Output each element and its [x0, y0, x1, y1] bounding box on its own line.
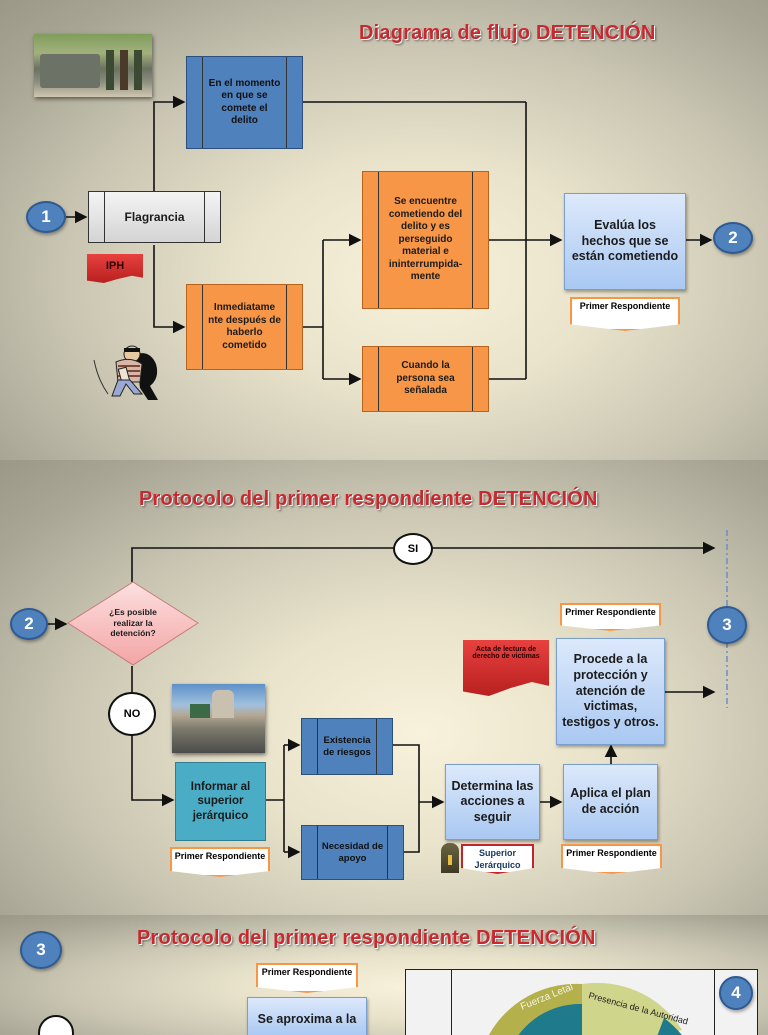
procede-box[interactable]: Procede a la protección y atención de vi… — [556, 638, 665, 745]
informar-box[interactable]: Informar al superior jerárquico — [175, 762, 266, 841]
primer-respondiente-tag: Primer Respondiente — [560, 603, 661, 631]
connector-3[interactable]: 3 — [707, 606, 747, 644]
momento-label: En el momento en que se comete el delito — [208, 77, 281, 127]
flagrancia-label: Flagrancia — [124, 209, 185, 224]
soldiers-vehicle-photo — [34, 34, 152, 97]
primer-respondiente-tag: Primer Respondiente — [561, 844, 662, 874]
procede-label: Procede a la protección y atención de vi… — [562, 652, 659, 729]
slide-title: Protocolo del primer respondiente DETENC… — [137, 927, 596, 949]
si-connector[interactable]: SI — [393, 533, 433, 565]
decision-connector[interactable] — [38, 1015, 74, 1035]
connector-2[interactable]: 2 — [713, 222, 753, 254]
existencia-label: Existencia de riesgos — [323, 734, 371, 758]
primer-respondiente-tag: Primer Respondiente — [256, 963, 358, 993]
gate-shape — [190, 704, 210, 718]
aplica-box[interactable]: Aplica el plan de acción — [563, 764, 658, 840]
determina-label: Determina las acciones a seguir — [451, 778, 534, 824]
aproxima-box[interactable]: Se aproxima a la — [247, 997, 367, 1035]
force-wheel: Fuerza Letal Presencia de la Autoridad — [488, 982, 689, 1035]
table-divider — [714, 970, 715, 1035]
table-divider — [451, 970, 452, 1035]
inmediatamente-box[interactable]: Inmediatame nte después de haberlo comet… — [186, 284, 303, 370]
slide-title: Protocolo del primer respondiente DETENC… — [139, 488, 598, 510]
tower-shape — [212, 690, 234, 718]
vehicle-shape — [40, 54, 100, 88]
primer-respondiente-tag: Primer Respondiente — [170, 847, 270, 877]
determina-box[interactable]: Determina las acciones a seguir — [445, 764, 540, 840]
encuentre-box[interactable]: Se encuentre cometiendo del delito y es … — [362, 171, 489, 309]
flow-connectors — [66, 95, 713, 386]
encuentre-label: Se encuentre cometiendo del delito y es … — [388, 196, 463, 283]
informar-label: Informar al superior jerárquico — [190, 780, 251, 822]
primer-respondiente-tag: Primer Respondiente — [570, 297, 680, 331]
force-wheel-table: Fuerza Letal Presencia de la Autoridad 4 — [405, 969, 758, 1035]
evalua-label: Evalúa los hechos que se están cometiend… — [571, 218, 679, 264]
decision-label: ¿Es posible realizar la detención? — [109, 607, 157, 639]
epaulette-icon — [441, 843, 459, 873]
aproxima-label: Se aproxima a la — [257, 1012, 357, 1026]
inmediatamente-label: Inmediatame nte después de haberlo comet… — [208, 302, 281, 351]
evalua-box[interactable]: Evalúa los hechos que se están cometiend… — [564, 193, 686, 290]
flagrancia-box[interactable]: Flagrancia — [88, 191, 221, 243]
connector-2[interactable]: 2 — [10, 608, 48, 640]
slide-title: Diagrama de flujo DETENCIÓN — [359, 22, 656, 44]
decision-diamond[interactable]: ¿Es posible realizar la detención? — [67, 581, 199, 666]
senalada-box[interactable]: Cuando la persona sea señalada — [362, 346, 489, 412]
senalada-label: Cuando la persona sea señalada — [396, 360, 455, 397]
superior-jerarquico-tag: Superior Jerárquico — [461, 844, 534, 874]
epaulette-stripe — [448, 855, 452, 865]
connector-4[interactable]: 4 — [719, 976, 753, 1010]
necesidad-label: Necesidad de apoyo — [321, 840, 384, 864]
slide-protocolo-1: Protocolo del primer respondiente DETENC… — [0, 460, 768, 915]
connector-1[interactable]: 1 — [26, 201, 66, 233]
slide-flujo-detencion: Diagrama de flujo DETENCIÓN 1 Flagrancia… — [0, 0, 768, 460]
soldiers-shape — [106, 50, 146, 90]
aplica-label: Aplica el plan de acción — [570, 786, 651, 816]
connector-3[interactable]: 3 — [20, 931, 62, 969]
slide-protocolo-2: 3 Protocolo del primer respondiente DETE… — [0, 915, 768, 1035]
protest-photo — [172, 684, 265, 753]
thief-clipart — [88, 340, 172, 402]
existencia-box[interactable]: Existencia de riesgos — [301, 718, 393, 775]
no-connector[interactable]: NO — [108, 692, 156, 736]
momento-box[interactable]: En el momento en que se comete el delito — [186, 56, 303, 149]
necesidad-box[interactable]: Necesidad de apoyo — [301, 825, 404, 880]
